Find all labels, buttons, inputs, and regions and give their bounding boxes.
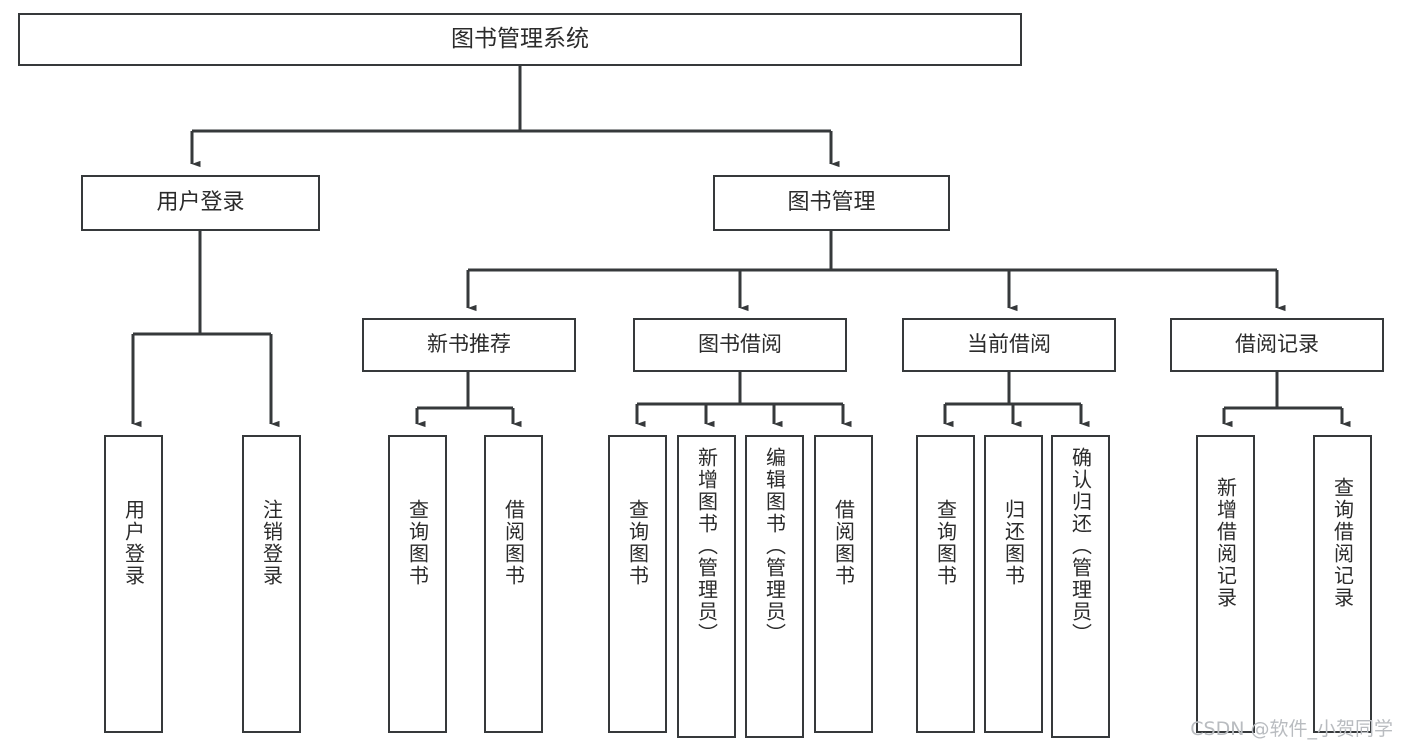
- node-root-label: 图书管理系统: [451, 25, 589, 52]
- leaf-current-borrow-return[interactable]: 归还图书: [984, 435, 1043, 733]
- node-book-borrow-label: 图书借阅: [698, 332, 782, 357]
- leaf-book-borrow-query[interactable]: 查询图书: [608, 435, 667, 733]
- leaf-new-book-borrow[interactable]: 借阅图书: [484, 435, 543, 733]
- node-book-management[interactable]: 图书管理: [713, 175, 950, 231]
- node-new-book-recommend-label: 新书推荐: [427, 332, 511, 357]
- leaf-current-borrow-query[interactable]: 查询图书: [916, 435, 975, 733]
- leaf-user-login-logout[interactable]: 注销登录: [242, 435, 301, 733]
- leaf-borrow-record-query[interactable]: 查询借阅记录: [1313, 435, 1372, 733]
- leaf-borrow-record-add-label: 新增借阅记录: [1213, 477, 1238, 609]
- leaf-book-borrow-add-label: 新增图书（管理员）: [694, 447, 719, 645]
- node-book-borrow[interactable]: 图书借阅: [633, 318, 847, 372]
- leaf-book-borrow-query-label: 查询图书: [625, 499, 650, 587]
- leaf-user-login-logout-label: 注销登录: [259, 499, 284, 587]
- leaf-book-borrow-edit-label: 编辑图书（管理员）: [762, 447, 787, 645]
- leaf-user-login-login[interactable]: 用户登录: [104, 435, 163, 733]
- leaf-book-borrow-borrow[interactable]: 借阅图书: [814, 435, 873, 733]
- node-user-login-label: 用户登录: [156, 189, 245, 215]
- node-root-system[interactable]: 图书管理系统: [18, 13, 1022, 66]
- leaf-book-borrow-borrow-label: 借阅图书: [831, 499, 856, 587]
- node-borrow-record-label: 借阅记录: [1235, 332, 1319, 357]
- leaf-current-borrow-return-label: 归还图书: [1001, 499, 1026, 587]
- leaf-borrow-record-add[interactable]: 新增借阅记录: [1196, 435, 1255, 733]
- leaf-user-login-login-label: 用户登录: [121, 499, 146, 587]
- leaf-new-book-query-label: 查询图书: [405, 499, 430, 587]
- node-user-login[interactable]: 用户登录: [81, 175, 320, 231]
- leaf-current-borrow-confirm[interactable]: 确认归还（管理员）: [1051, 435, 1110, 738]
- node-current-borrow[interactable]: 当前借阅: [902, 318, 1116, 372]
- node-new-book-recommend[interactable]: 新书推荐: [362, 318, 576, 372]
- leaf-borrow-record-query-label: 查询借阅记录: [1330, 477, 1355, 609]
- node-current-borrow-label: 当前借阅: [967, 332, 1051, 357]
- node-borrow-record[interactable]: 借阅记录: [1170, 318, 1384, 372]
- node-book-management-label: 图书管理: [787, 189, 876, 215]
- leaf-book-borrow-edit[interactable]: 编辑图书（管理员）: [745, 435, 804, 738]
- leaf-book-borrow-add[interactable]: 新增图书（管理员）: [677, 435, 736, 738]
- leaf-current-borrow-query-label: 查询图书: [933, 499, 958, 587]
- leaf-new-book-borrow-label: 借阅图书: [501, 499, 526, 587]
- leaf-current-borrow-confirm-label: 确认归还（管理员）: [1068, 447, 1093, 645]
- leaf-new-book-query[interactable]: 查询图书: [388, 435, 447, 733]
